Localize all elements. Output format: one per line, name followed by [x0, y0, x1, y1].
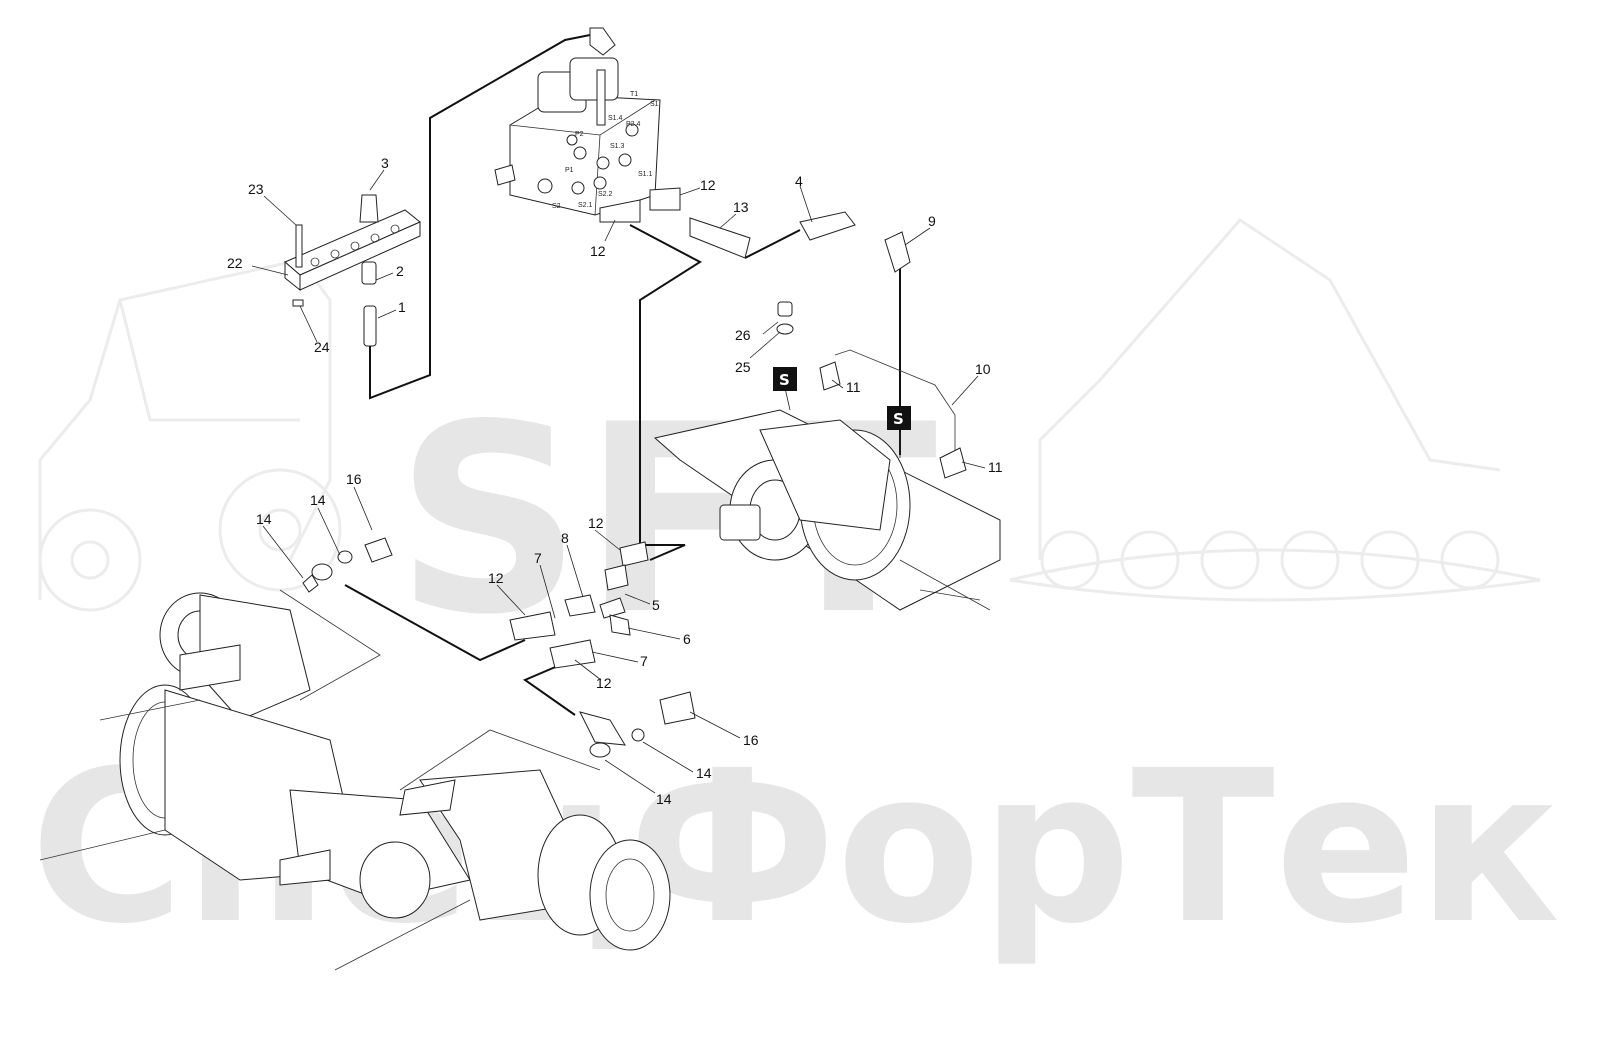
port-s1-1-label: S1.1	[638, 171, 653, 178]
callout-11-lower: 11	[988, 459, 1003, 475]
callout-9: 9	[928, 213, 936, 229]
s-badge-right: S	[893, 410, 904, 428]
center-fittings	[302, 537, 696, 758]
callout-12-upper: 12	[588, 515, 604, 531]
callout-14-left-outer: 14	[256, 511, 272, 527]
watermark-excavator-icon	[1009, 218, 1541, 602]
hydraulic-lines	[344, 34, 956, 716]
valve-fittings	[589, 27, 967, 479]
front-axle	[39, 589, 671, 971]
callout-12-lower: 12	[596, 675, 612, 691]
leader-lines	[251, 169, 986, 794]
s-badge-left-box	[773, 367, 797, 391]
hose-pressure-line	[369, 34, 591, 400]
manifold-bar	[284, 194, 421, 347]
callout-12-valve-right: 12	[700, 177, 716, 193]
port-s2-label: S2	[552, 203, 561, 210]
callout-10: 10	[975, 361, 991, 377]
callout-26: 26	[735, 327, 751, 343]
callout-22: 22	[227, 255, 243, 271]
watermark-tractor-icon	[38, 258, 342, 612]
callouts: 1 2 3 4 5 6 7 7 8 9 10 11 11 12 12 12 12…	[227, 155, 1003, 807]
callout-4: 4	[795, 173, 803, 189]
port-s1-4-label: S1.4	[608, 115, 623, 122]
port-p2-4-label: P2.4	[626, 121, 641, 128]
hose-return-line	[629, 224, 702, 561]
port-s1-label: S1	[650, 101, 659, 108]
callout-6: 6	[683, 631, 691, 647]
callout-8: 8	[561, 530, 569, 546]
s-badges: S S	[773, 367, 911, 430]
callout-3: 3	[381, 155, 389, 171]
pipe-breather	[834, 349, 956, 450]
callout-7-upper: 7	[534, 550, 542, 566]
port-p1-label: P1	[565, 167, 574, 174]
callout-14-left-inner: 14	[310, 492, 326, 508]
port-t1-label: T1	[630, 91, 638, 98]
callout-14-right-lower: 14	[656, 791, 672, 807]
callout-16-right: 16	[743, 732, 759, 748]
s-badge-right-box	[887, 406, 911, 430]
callout-24: 24	[314, 339, 330, 355]
port-s1-3-label: S1.3	[610, 143, 625, 150]
callout-25: 25	[735, 359, 751, 375]
callout-13: 13	[733, 199, 749, 215]
hose-axle-left	[344, 584, 526, 662]
port-s2-2-label: S2.2	[598, 191, 613, 198]
callout-23: 23	[248, 181, 264, 197]
callout-16-left: 16	[346, 471, 362, 487]
hose-axle-right	[522, 664, 576, 716]
callout-14-right-upper: 14	[696, 765, 712, 781]
s-badge-left: S	[779, 371, 790, 389]
callout-11-upper: 11	[846, 379, 861, 395]
port-s2-1-label: S2.1	[578, 202, 593, 209]
callout-2: 2	[396, 263, 404, 279]
hose-brake-line	[744, 229, 801, 259]
callout-12-mid: 12	[488, 570, 504, 586]
callout-1: 1	[398, 299, 406, 315]
port-p2-label: P2	[575, 131, 584, 138]
callout-7-lower: 7	[640, 653, 648, 669]
callout-12-valve-left: 12	[590, 243, 606, 259]
valve-block: T1 S1 P2 S1.4 P2.4 P1 S1.3 S1.1 S2.2 S2.…	[494, 57, 661, 216]
rear-axle	[653, 409, 1001, 611]
callout-5: 5	[652, 597, 660, 613]
